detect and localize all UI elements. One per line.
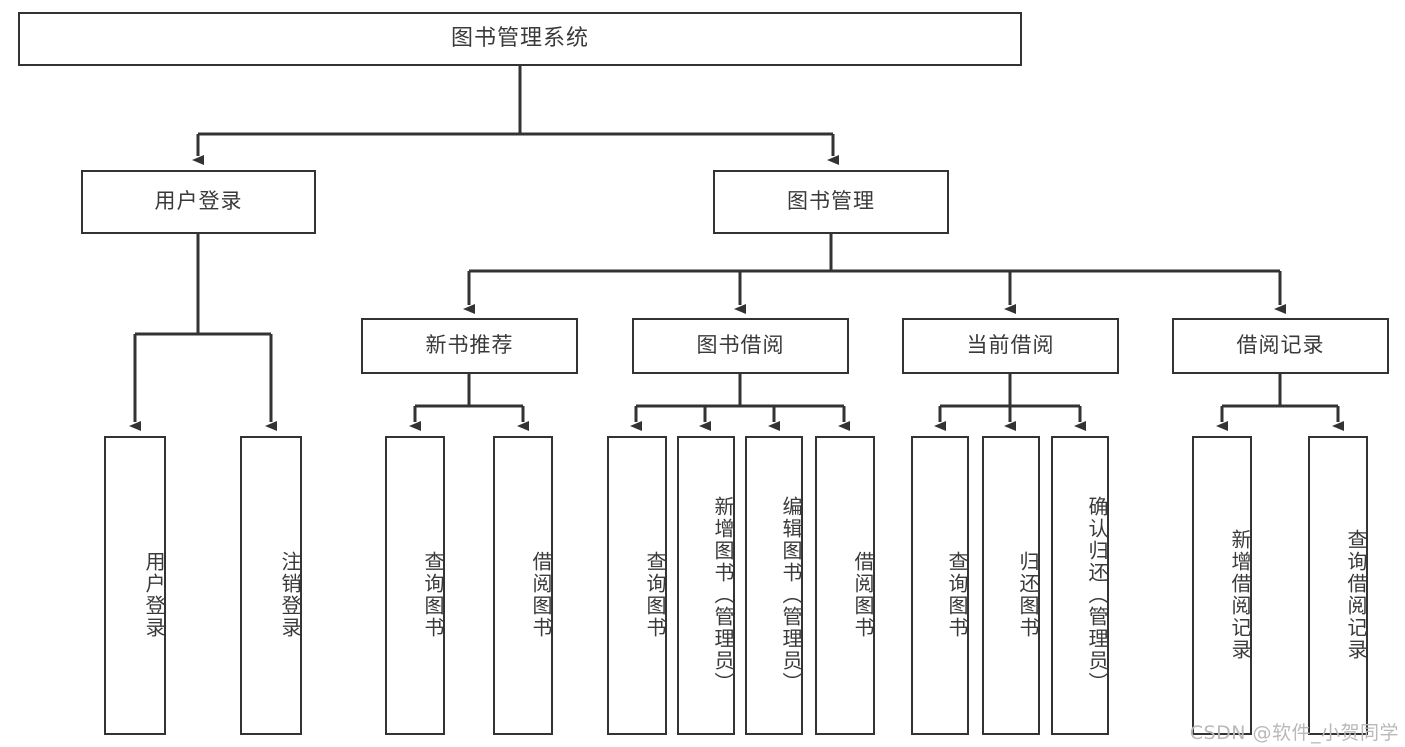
leaf-borrow-borrow-books[interactable]: 借阅图书 bbox=[815, 436, 875, 735]
node-label: 借阅图书 bbox=[529, 550, 553, 639]
node-book-management[interactable]: 图书管理 bbox=[713, 170, 949, 234]
leaf-records-add-record[interactable]: 新增借阅记录 bbox=[1192, 436, 1252, 735]
leaf-borrow-add-book-admin[interactable]: 新增图书（管理员） bbox=[677, 436, 735, 735]
node-borrow-records[interactable]: 借阅记录 bbox=[1172, 318, 1389, 374]
node-label: 注销登录 bbox=[278, 550, 302, 639]
node-label: 当前借阅 bbox=[966, 333, 1055, 358]
node-label: 编辑图书（管理员） bbox=[779, 495, 803, 694]
leaf-records-query-record[interactable]: 查询借阅记录 bbox=[1308, 436, 1368, 735]
leaf-user-login-signout[interactable]: 注销登录 bbox=[240, 436, 302, 735]
node-label: 确认归还（管理员） bbox=[1085, 495, 1109, 694]
leaf-new-book-borrow-books[interactable]: 借阅图书 bbox=[493, 436, 553, 735]
node-label: 新增图书（管理员） bbox=[711, 495, 735, 694]
node-label: 图书管理系统 bbox=[450, 25, 589, 51]
node-label: 用户登录 bbox=[142, 550, 166, 639]
node-label: 查询图书 bbox=[421, 550, 445, 639]
node-label: 归还图书 bbox=[1016, 550, 1040, 639]
leaf-new-book-query-books[interactable]: 查询图书 bbox=[385, 436, 445, 735]
node-user-login[interactable]: 用户登录 bbox=[81, 170, 316, 234]
node-label: 新书推荐 bbox=[425, 333, 514, 358]
node-label: 借阅记录 bbox=[1236, 333, 1325, 358]
node-new-book-recommendation[interactable]: 新书推荐 bbox=[361, 318, 578, 374]
node-label: 新增借阅记录 bbox=[1228, 528, 1252, 661]
leaf-user-login-signin[interactable]: 用户登录 bbox=[104, 436, 166, 735]
leaf-borrow-edit-book-admin[interactable]: 编辑图书（管理员） bbox=[745, 436, 803, 735]
node-label: 查询图书 bbox=[643, 550, 667, 639]
node-root-book-management-system[interactable]: 图书管理系统 bbox=[18, 12, 1022, 66]
leaf-current-query-books[interactable]: 查询图书 bbox=[911, 436, 969, 735]
node-label: 图书借阅 bbox=[696, 333, 785, 358]
node-label: 查询借阅记录 bbox=[1344, 528, 1368, 661]
node-book-borrowing[interactable]: 图书借阅 bbox=[632, 318, 849, 374]
node-label: 图书管理 bbox=[787, 189, 875, 214]
leaf-current-return-books[interactable]: 归还图书 bbox=[982, 436, 1040, 735]
node-current-borrowing[interactable]: 当前借阅 bbox=[902, 318, 1119, 374]
watermark: CSDN @软件_小贺同学 bbox=[1189, 722, 1399, 744]
node-label: 借阅图书 bbox=[851, 550, 875, 639]
node-label: 用户登录 bbox=[154, 189, 243, 214]
leaf-borrow-query-books[interactable]: 查询图书 bbox=[607, 436, 667, 735]
leaf-current-confirm-return-admin[interactable]: 确认归还（管理员） bbox=[1051, 436, 1109, 735]
node-label: 查询图书 bbox=[945, 550, 969, 639]
